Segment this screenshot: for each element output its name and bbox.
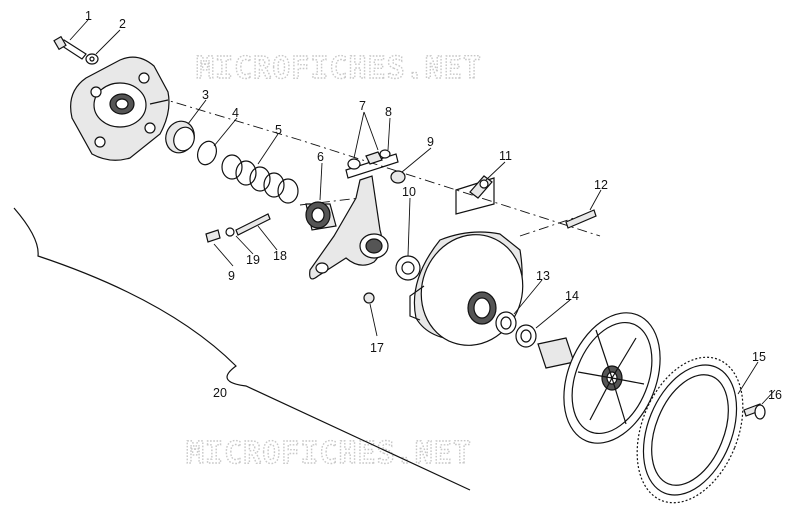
washer-part bbox=[85, 53, 99, 65]
callout-17: 17 bbox=[370, 341, 384, 355]
bushing-ring-part bbox=[165, 120, 195, 154]
callout-9-lower: 9 bbox=[228, 269, 235, 283]
fixed-sheave-part bbox=[537, 312, 661, 444]
callout-12: 12 bbox=[594, 178, 608, 192]
callout-9-upper: 9 bbox=[427, 135, 434, 149]
pin-part bbox=[565, 209, 597, 229]
callout-20: 20 bbox=[213, 386, 227, 400]
callout-15: 15 bbox=[752, 350, 766, 364]
watermark-top: MICROFICHES.NET bbox=[196, 51, 482, 86]
snap-ring-part bbox=[196, 140, 218, 166]
callout-19: 19 bbox=[246, 253, 260, 267]
callout-7: 7 bbox=[359, 99, 366, 113]
callout-8: 8 bbox=[385, 105, 392, 119]
callout-11: 11 bbox=[499, 149, 512, 163]
screw-part bbox=[743, 403, 766, 420]
roller-part bbox=[305, 201, 337, 231]
nut-washer-set-part bbox=[345, 149, 399, 179]
roller-pin-part bbox=[235, 213, 271, 236]
cap-small-part bbox=[363, 292, 375, 304]
bolt-part bbox=[53, 35, 87, 60]
ring-gear-part bbox=[636, 356, 744, 504]
callout-13: 13 bbox=[536, 269, 550, 283]
callout-labels: 1 2 3 4 5 6 7 8 9 10 11 12 13 14 15 16 1… bbox=[85, 9, 782, 402]
callout-6: 6 bbox=[317, 150, 324, 164]
o-ring-part bbox=[225, 227, 235, 237]
seal-part bbox=[495, 311, 517, 335]
thrust-washer-part bbox=[395, 255, 421, 281]
callout-3: 3 bbox=[202, 88, 209, 102]
callout-16: 16 bbox=[768, 388, 782, 402]
bracket-part bbox=[455, 175, 495, 215]
callout-14: 14 bbox=[565, 289, 579, 303]
callout-2: 2 bbox=[119, 17, 126, 31]
callout-5: 5 bbox=[275, 123, 282, 137]
watermark-bottom: MICROFICHES.NET bbox=[186, 436, 472, 471]
callout-1: 1 bbox=[85, 9, 92, 23]
leader-lines bbox=[69, 19, 776, 405]
spacer-part bbox=[515, 324, 537, 348]
group-bracket bbox=[13, 207, 471, 491]
clutch-cover-part bbox=[70, 56, 170, 161]
movable-sheave-part bbox=[409, 231, 524, 346]
cam-arm-part bbox=[309, 175, 389, 280]
spring-part bbox=[221, 154, 299, 204]
callout-4: 4 bbox=[232, 106, 239, 120]
callout-10: 10 bbox=[402, 185, 416, 199]
cap-lower-part bbox=[205, 229, 221, 243]
cap-upper-part bbox=[390, 170, 406, 184]
callout-18: 18 bbox=[273, 249, 287, 263]
